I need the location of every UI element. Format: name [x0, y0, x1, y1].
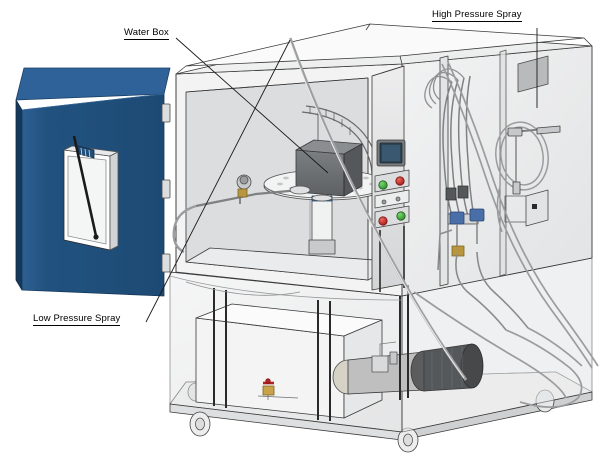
pump-motor [332, 341, 484, 395]
leader-water-box [175, 37, 329, 174]
coiled-hose [495, 121, 549, 233]
door-hinges [161, 103, 171, 273]
frame-posts [213, 285, 409, 421]
water-box [295, 139, 363, 197]
spray-wand [504, 125, 561, 223]
door-wiper-rod [72, 135, 99, 240]
pushbutton-row-top [374, 169, 410, 193]
external-hoses [413, 61, 599, 408]
chamber-diagonal-hose [288, 37, 468, 381]
valve-blocks [449, 208, 485, 257]
label-high-pressure-spray: High Pressure Spray [432, 9, 522, 22]
drain-valve [257, 378, 299, 400]
indicator-lights [374, 189, 410, 209]
label-low-pressure-spray: Low Pressure Spray [33, 313, 121, 326]
wall-switch-box [525, 189, 549, 227]
wall-panel-plate [517, 55, 549, 93]
high-pressure-manifold [424, 68, 479, 225]
leader-low-pressure [145, 39, 291, 323]
pushbutton-row-bottom [374, 205, 410, 229]
turntable-column [308, 194, 336, 255]
low-pressure-nozzle [172, 174, 311, 254]
leader-lines [145, 28, 538, 323]
high-pressure-piping [437, 229, 529, 331]
door-window [63, 145, 119, 251]
label-water-box: Water Box [124, 27, 169, 40]
